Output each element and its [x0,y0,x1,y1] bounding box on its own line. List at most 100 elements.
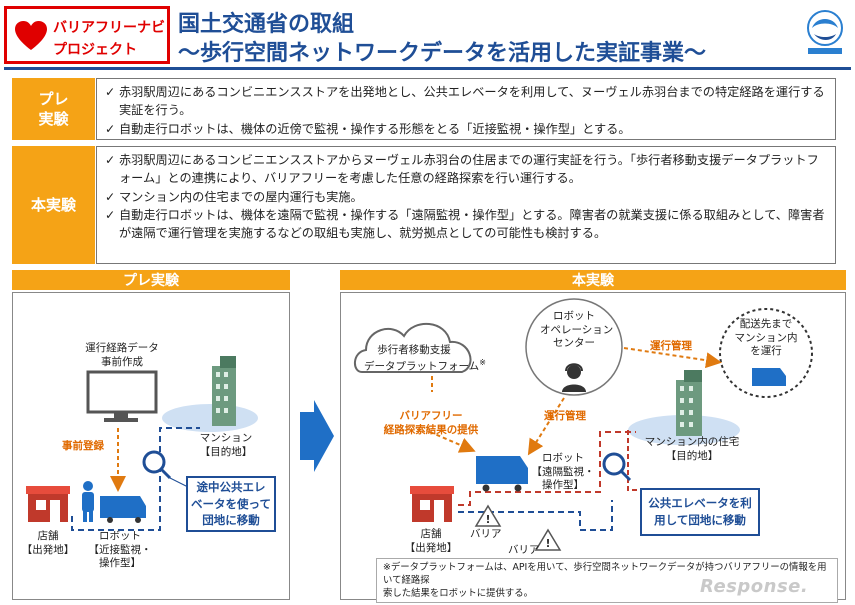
barrier-label-2: バリア [508,544,540,556]
pc-caption-line-2: 事前作成 [101,355,143,368]
header-divider [4,67,851,70]
home-caption-line-2: 【目的地】 [665,449,719,462]
right-callout-line-1: 公共エレベータを利 [648,496,752,511]
barrier-label-1: バリア [470,528,502,540]
project-badge: バリアフリーナビ プロジェクト [4,6,170,64]
pre-label-line-1: プレ [38,89,69,108]
left-callout-line-1: 途中公共エレ [196,479,266,494]
computer-icon [86,370,158,422]
title-line-2: ～歩行空間ネットワークデータを活用した実証事業～ [178,41,707,66]
remote-robot-caption: ロボット 【遠隔監視・ 操作型】 [528,452,598,493]
main-item-3: 自動走行ロボットは、機体を遠隔で監視・操作する「遠隔監視・操作型」とする。障害者… [105,206,827,243]
mansion-caption-line-2: 【目的地】 [199,445,253,458]
mansion-building-icon [212,356,236,426]
operation-center-caption: ロボット オペレーション センター [540,310,614,351]
remote-robot-caption-line-1: ロボット [542,452,584,464]
mansion-caption: マンション 【目的地】 [196,432,256,459]
remote-robot-caption-line-3: 操作型】 [542,479,584,492]
route-red [458,431,636,506]
right-callout-line-2: 用して団地に移動 [654,513,746,527]
barrier-warning-icon-1: ! [474,504,502,527]
pre-route-line [71,427,200,531]
route-blue [458,500,613,531]
right-callout: 公共エレベータを利 用して団地に移動 [640,488,760,536]
cloud-caption-mark: ※ [479,357,486,367]
page-title: 国土交通省の取組 ～歩行空間ネットワークデータを活用した実証事業～ [178,4,788,66]
store-icon-2 [410,486,454,522]
operator-headset-icon [562,363,586,392]
footnote-line-1: ※データプラットフォームは、APIを用いて、歩行空間ネットワークデータが持つバリ… [383,562,827,587]
pre-experiment-box: 赤羽駅周辺にあるコンビニエンスストアを出発地とし、公共エレベータを利用して、ヌー… [96,78,836,140]
home-caption: マンション内の住宅 【目的地】 [642,436,742,463]
home-caption-line-1: マンション内の住宅 [644,436,740,448]
bubble-caption: 配送先まで マンション内 を運行 [734,318,798,359]
robot-caption-line-1: ロボット [99,530,141,542]
bf-result-line-2: 経路探索結果の提供 [383,423,479,436]
svg-text:!: ! [485,513,490,526]
bubble-caption-line-1: 配送先まで [739,318,793,330]
main-item-2: マンション内の住宅までの屋内運行も実施。 [105,188,827,207]
op-caption-line-3: センター [553,337,595,350]
pre-experiment-label: プレ 実験 [12,78,95,140]
svg-text:!: ! [545,537,550,550]
watermark-logo: Response. [700,576,809,597]
robot-caption-line-3: 操作型】 [99,557,141,570]
pre-item-2: 自動走行ロボットは、機体の近傍で監視・操作する形態をとる「近接監視・操作型」とす… [105,120,827,139]
pc-caption-line-1: 運行経路データ [85,342,159,354]
robot-caption: ロボット 【近接監視・ 操作型】 [78,530,162,571]
magnifier-icon-2 [602,452,632,482]
footnote: ※データプラットフォームは、APIを用いて、歩行空間ネットワークデータが持つバリ… [376,558,838,604]
barrier-warning-icon-2: ! [534,528,562,551]
bf-result-label: バリアフリー 経路探索結果の提供 [376,410,486,437]
robot-vehicle-icon [100,496,146,523]
badge-line-2: プロジェクト [53,42,137,58]
bf-result-line-1: バリアフリー [399,410,463,422]
badge-line-1: バリアフリーナビ [53,20,165,36]
transition-arrow-icon [300,400,334,472]
left-panel [12,292,290,600]
store-caption: 店舗 【出発地】 [18,530,78,557]
left-callout: 途中公共エレ ベータを使って 団地に移動 [186,476,276,532]
operation-center-circle [525,298,623,396]
main-experiment-box: 赤羽駅周辺にあるコンビニエンスストアからヌーヴェル赤羽台の住居までの運行実証を行… [96,146,836,264]
heart-icon [15,21,47,50]
left-panel-heading: プレ実験 [12,270,290,290]
bubble-caption-line-2: マンション内 [734,331,798,344]
cloud-caption-line-2: データプラットフォーム※ [364,358,486,374]
left-callout-line-3: 団地に移動 [202,513,260,528]
mansion-caption-line-1: マンション [199,432,253,444]
remote-robot-caption-line-2: 【遠隔監視・ [531,465,595,478]
home-building-icon [676,370,702,436]
bubble-robot-icon [752,368,786,386]
cloud-caption-line-1: 歩行者移動支援 [377,344,451,356]
store-caption-2-line-2: 【出発地】 [404,541,458,554]
ops-arrow-robot [527,397,565,456]
op-caption-line-2: オペレーション [540,323,614,336]
right-panel-heading: 本実験 [340,270,846,290]
store-caption-2-line-1: 店舗 [420,528,442,540]
pre-item-1: 赤羽駅周辺にあるコンビニエンスストアを出発地とし、公共エレベータを利用して、ヌー… [105,83,827,120]
title-line-1: 国土交通省の取組 [178,12,355,37]
store-caption-line-2: 【出発地】 [21,543,75,556]
cloud-caption: 歩行者移動支援 データプラットフォーム※ [364,344,486,374]
pc-caption: 運行経路データ 事前作成 [74,342,170,369]
cloud-icon [354,322,472,373]
op-caption-line-1: ロボット [553,310,595,322]
main-experiment-label: 本実験 [12,146,95,264]
ops-mgmt-label-robot: 運行管理 [544,410,586,422]
left-callout-line-2: ベータを使って [191,496,271,511]
ops-arrow-bubble [623,347,722,369]
pre-register-label: 事前登録 [62,440,104,452]
store-icon [26,486,70,522]
main-item-1: 赤羽駅周辺にあるコンビニエンスストアからヌーヴェル赤羽台の住居までの運行実証を行… [105,151,827,188]
bubble-caption-line-3: を運行 [750,345,782,358]
main-label-text: 本実験 [30,195,76,214]
cloud-caption-line-2-text: データプラットフォーム [364,360,480,373]
pre-label-line-2: 実験 [38,110,69,128]
store-caption-2: 店舗 【出発地】 [400,528,462,555]
footnote-line-2: 索した結果をロボットに提供する。 [383,588,534,600]
ops-mgmt-label-bubble: 運行管理 [650,340,692,352]
magnifier-icon [142,450,172,480]
robot-caption-line-2: 【近接監視・ [88,543,152,556]
